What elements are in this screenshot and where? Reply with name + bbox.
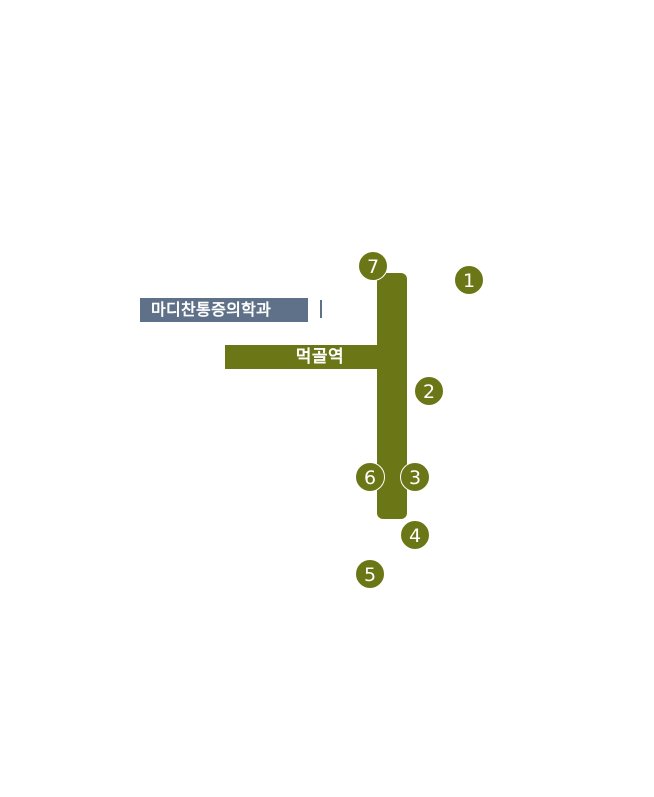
exit-3-marker[interactable]: 3 — [400, 462, 430, 492]
station-platform-bar — [225, 345, 385, 369]
poi-marker-label[interactable]: 마디찬통증의학과 — [140, 298, 308, 322]
exit-5-marker[interactable]: 5 — [355, 559, 385, 589]
poi-pointer-icon — [316, 298, 326, 320]
exit-6-marker[interactable]: 6 — [355, 462, 385, 492]
exit-2-marker[interactable]: 2 — [414, 376, 444, 406]
exit-1-marker[interactable]: 1 — [454, 265, 484, 295]
poi-pointer-stem — [320, 300, 322, 318]
exit-7-marker[interactable]: 7 — [358, 251, 388, 281]
exit-4-marker[interactable]: 4 — [400, 520, 430, 550]
station-name-label: 먹골역 — [295, 347, 345, 367]
